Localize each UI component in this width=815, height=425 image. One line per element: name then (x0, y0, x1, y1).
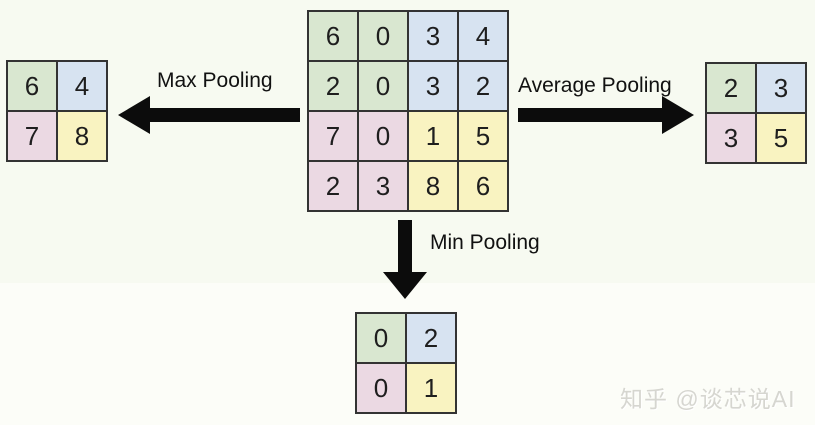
grid-cell: 5 (459, 112, 507, 160)
grid-cell: 7 (309, 112, 357, 160)
arrow-head-right-icon (662, 96, 694, 134)
grid-cell: 6 (459, 162, 507, 210)
grid-cell: 0 (359, 12, 407, 60)
arrow-head-down-icon (383, 272, 427, 299)
grid-cell: 6 (8, 62, 56, 110)
grid-cell: 1 (407, 364, 455, 412)
grid-cell: 8 (58, 112, 106, 160)
grid-cell: 3 (757, 64, 805, 112)
grid-cell: 3 (707, 114, 755, 162)
grid-cell: 2 (459, 62, 507, 110)
grid-cell: 2 (309, 162, 357, 210)
grid-cell: 2 (707, 64, 755, 112)
grid-cell: 8 (409, 162, 457, 210)
grid-cell: 0 (357, 364, 405, 412)
watermark: 知乎 @谈芯说AI (620, 386, 796, 412)
grid-cell: 0 (359, 62, 407, 110)
grid-cell: 0 (359, 112, 407, 160)
grid-cell: 7 (8, 112, 56, 160)
arrow-head-left-icon (118, 96, 150, 134)
arrow-shaft (148, 108, 300, 122)
grid-cell: 6 (309, 12, 357, 60)
arrow-shaft (518, 108, 662, 122)
average-pooling-label: Average Pooling (518, 74, 672, 97)
grid-cell: 5 (757, 114, 805, 162)
grid-cell: 4 (459, 12, 507, 60)
grid-cell: 4 (58, 62, 106, 110)
arrow-shaft (398, 220, 412, 273)
grid-cell: 3 (359, 162, 407, 210)
grid-cell: 2 (309, 62, 357, 110)
grid-cell: 3 (409, 12, 457, 60)
min-pooling-label: Min Pooling (430, 231, 540, 254)
grid-cell: 1 (409, 112, 457, 160)
grid-cell: 0 (357, 314, 405, 362)
max-pooling-label: Max Pooling (157, 69, 273, 92)
grid-cell: 3 (409, 62, 457, 110)
grid-cell: 2 (407, 314, 455, 362)
